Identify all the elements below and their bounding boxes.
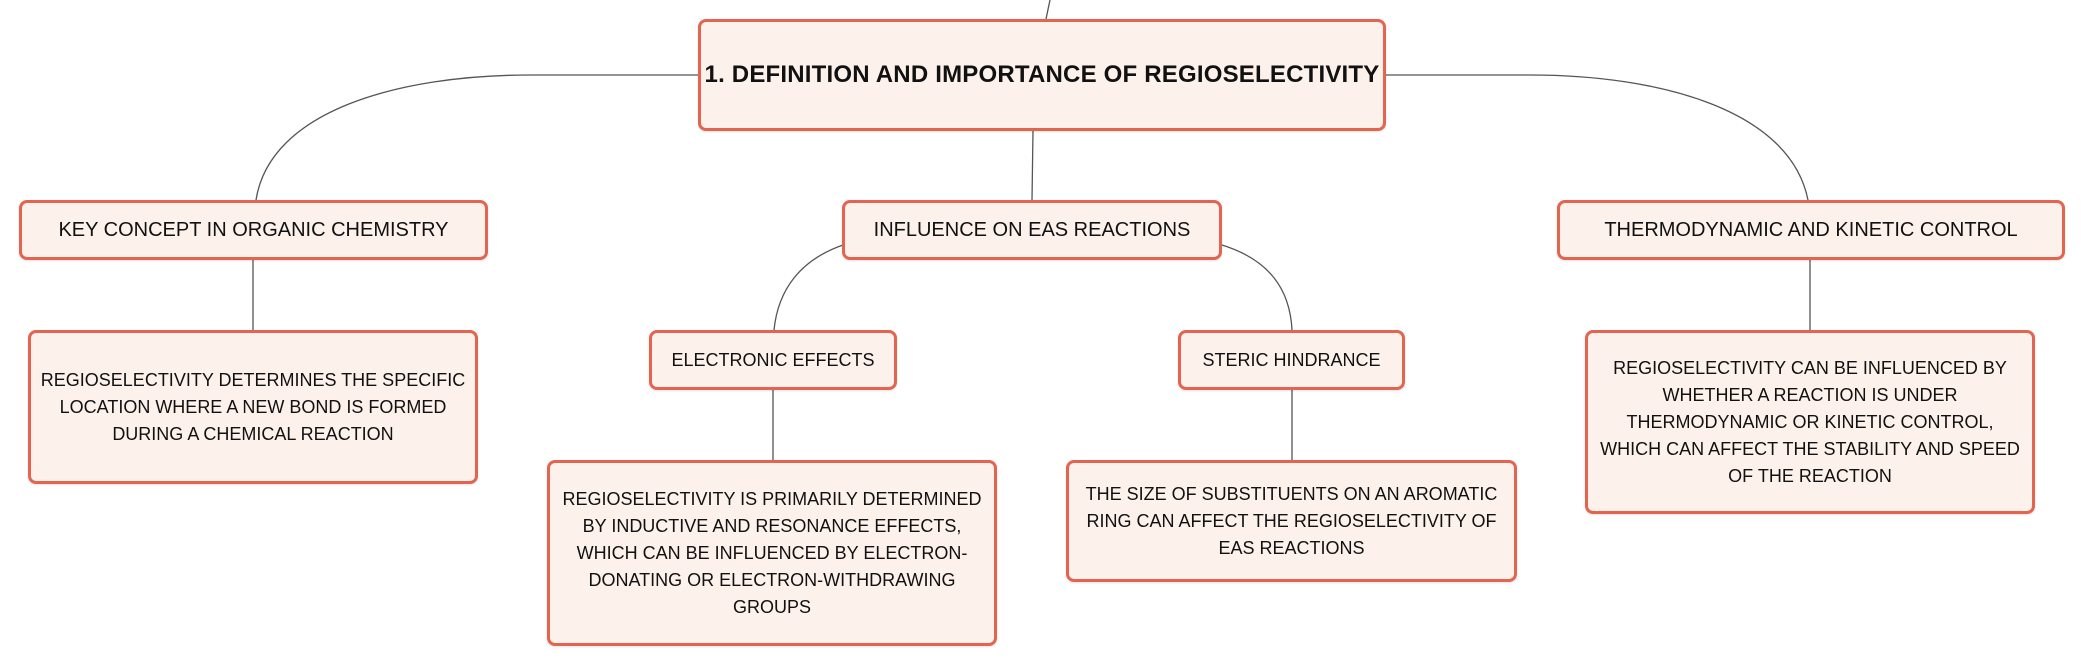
root-topic-label: 1. DEFINITION AND IMPORTANCE OF REGIOSEL…	[704, 61, 1380, 88]
thermo-kinetic-detail-text: REGIOSELECTIVITY CAN BE INFLUENCED BY WH…	[1600, 357, 2020, 486]
connector-parent-to-root	[1045, 0, 1051, 20]
branch-eas-node[interactable]: INFLUENCE ON EAS REACTIONS	[842, 200, 1222, 260]
connector-eas-to-steric	[1221, 244, 1293, 331]
branch-key-concept-label: KEY CONCEPT IN ORGANIC CHEMISTRY	[58, 218, 449, 241]
connector-root-to-thermo	[1386, 74, 1809, 201]
steric-hindrance-detail-node[interactable]: THE SIZE OF SUBSTITUENTS ON AN AROMATIC …	[1066, 460, 1517, 582]
connector-root-to-key-concept	[255, 74, 698, 201]
branch-key-concept-node[interactable]: KEY CONCEPT IN ORGANIC CHEMISTRY	[19, 200, 488, 260]
steric-hindrance-node[interactable]: STERIC HINDRANCE	[1178, 330, 1405, 390]
connector-eas-to-electronic	[773, 244, 844, 331]
steric-hindrance-label: STERIC HINDRANCE	[1202, 349, 1381, 370]
key-concept-detail-node[interactable]: REGIOSELECTIVITY DETERMINES THE SPECIFIC…	[28, 330, 478, 484]
branch-eas-label: INFLUENCE ON EAS REACTIONS	[873, 218, 1191, 241]
key-concept-detail-text: REGIOSELECTIVITY DETERMINES THE SPECIFIC…	[40, 369, 466, 444]
electronic-effects-node[interactable]: ELECTRONIC EFFECTS	[649, 330, 897, 390]
electronic-effects-label: ELECTRONIC EFFECTS	[671, 349, 875, 370]
root-topic-node[interactable]: 1. DEFINITION AND IMPORTANCE OF REGIOSEL…	[698, 19, 1386, 131]
steric-hindrance-detail-text: THE SIZE OF SUBSTITUENTS ON AN AROMATIC …	[1085, 483, 1498, 558]
branch-thermo-kinetic-node[interactable]: THERMODYNAMIC AND KINETIC CONTROL	[1557, 200, 2065, 260]
connector-root-to-eas	[1031, 130, 1034, 201]
electronic-effects-detail-text: REGIOSELECTIVITY IS PRIMARILY DETERMINED…	[562, 488, 982, 617]
electronic-effects-detail-node[interactable]: REGIOSELECTIVITY IS PRIMARILY DETERMINED…	[547, 460, 997, 646]
branch-thermo-kinetic-label: THERMODYNAMIC AND KINETIC CONTROL	[1604, 218, 2018, 241]
thermo-kinetic-detail-node[interactable]: REGIOSELECTIVITY CAN BE INFLUENCED BY WH…	[1585, 330, 2035, 514]
